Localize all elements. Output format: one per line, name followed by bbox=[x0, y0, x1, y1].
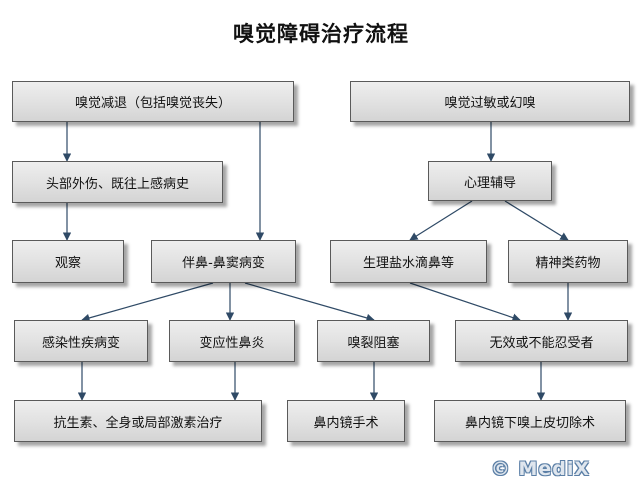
node-antibiotics-steroids: 抗生素、全身或局部激素治疗 bbox=[14, 400, 262, 442]
arrow-counseling-to-saline bbox=[409, 200, 473, 241]
node-parosmia-phantosmia: 嗅觉过敏或幻嗅 bbox=[350, 81, 630, 122]
arrow-counseling-to-drugs bbox=[504, 200, 569, 241]
node-nasal-sinus-disease: 伴鼻-鼻窦病变 bbox=[151, 240, 296, 283]
node-saline-drops: 生理盐水滴鼻等 bbox=[330, 240, 487, 283]
node-infectious-disease: 感染性疾病变 bbox=[14, 320, 148, 362]
diagram-title: 嗅觉障碍治疗流程 bbox=[233, 21, 409, 46]
arrow-nasal-to-cleft bbox=[244, 282, 375, 322]
medix-watermark: © MediX bbox=[490, 458, 590, 480]
node-head-trauma-uri: 头部外伤、既往上感病史 bbox=[12, 161, 223, 203]
node-olfactory-decline: 嗅觉减退（包括嗅觉丧失） bbox=[12, 81, 294, 122]
node-observe: 观察 bbox=[12, 240, 124, 283]
node-ineffective-intolerant: 无效或不能忍受者 bbox=[455, 320, 628, 362]
node-endoscopic-surgery: 鼻内镜手术 bbox=[287, 400, 405, 442]
node-olfactory-cleft-block: 嗅裂阻塞 bbox=[317, 320, 430, 362]
arrow-saline-to-ineffective bbox=[409, 282, 521, 322]
node-allergic-rhinitis: 变应性鼻炎 bbox=[169, 320, 295, 362]
arrow-nasal-to-infectious bbox=[81, 282, 214, 322]
node-psych-counseling: 心理辅导 bbox=[428, 161, 552, 201]
node-epithelium-excision: 鼻内镜下嗅上皮切除术 bbox=[434, 400, 626, 442]
node-psychotropic-drugs: 精神类药物 bbox=[508, 240, 628, 283]
